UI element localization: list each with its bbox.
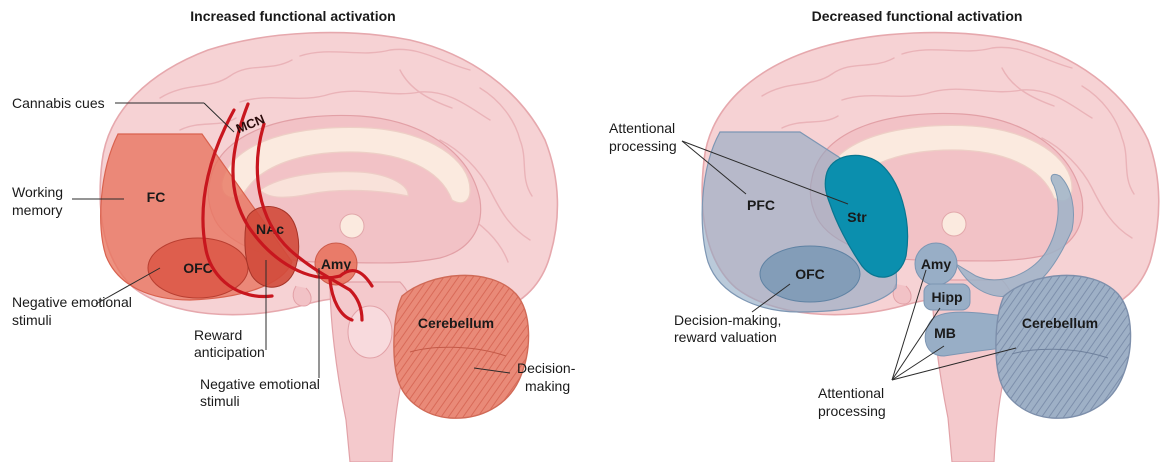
reward-anticipation-line1: Reward bbox=[194, 327, 242, 343]
mb-label: MB bbox=[934, 325, 956, 341]
nac-region bbox=[245, 206, 299, 287]
pfc-label: PFC bbox=[747, 197, 775, 213]
attentional-top-line2: processing bbox=[609, 138, 677, 154]
amy-label-left: Amy bbox=[321, 256, 352, 272]
cerebellum-label-left: Cerebellum bbox=[418, 315, 494, 331]
neg-emo-bottom-line1: Negative emotional bbox=[200, 376, 320, 392]
str-label: Str bbox=[847, 209, 867, 225]
cerebellum-label-right: Cerebellum bbox=[1022, 315, 1098, 331]
neg-emo-left-line2: stimuli bbox=[12, 312, 52, 328]
ofc-label-right: OFC bbox=[795, 266, 825, 282]
cannabis-cues-label: Cannabis cues bbox=[12, 95, 105, 111]
cerebellum-right: Cerebellum bbox=[996, 275, 1131, 418]
attentional-bottom-line1: Attentional bbox=[818, 385, 884, 401]
decision-valuation-line1: Decision-making, bbox=[674, 312, 781, 328]
right-panel-title: Decreased functional activation bbox=[812, 8, 1023, 24]
working-memory-label-line1: Working bbox=[12, 184, 63, 200]
decision-making-line1: Decision- bbox=[517, 360, 576, 376]
neg-emo-bottom-line2: stimuli bbox=[200, 393, 240, 409]
decision-valuation-line2: reward valuation bbox=[674, 329, 777, 345]
left-panel: Increased functional activation bbox=[12, 8, 576, 462]
decision-making-line2: making bbox=[525, 378, 570, 394]
working-memory-label-line2: memory bbox=[12, 202, 63, 218]
left-panel-title: Increased functional activation bbox=[190, 8, 395, 24]
reward-anticipation-line2: anticipation bbox=[194, 344, 265, 360]
cerebellum-left: Cerebellum bbox=[394, 275, 529, 418]
neg-emo-left-line1: Negative emotional bbox=[12, 294, 132, 310]
hipp-label: Hipp bbox=[931, 289, 962, 305]
attentional-bottom-line2: processing bbox=[818, 403, 886, 419]
amy-label-right: Amy bbox=[921, 256, 952, 272]
fc-label: FC bbox=[147, 189, 166, 205]
attentional-top-line1: Attentional bbox=[609, 120, 675, 136]
right-panel: Decreased functional activation PFC Str … bbox=[609, 8, 1159, 462]
